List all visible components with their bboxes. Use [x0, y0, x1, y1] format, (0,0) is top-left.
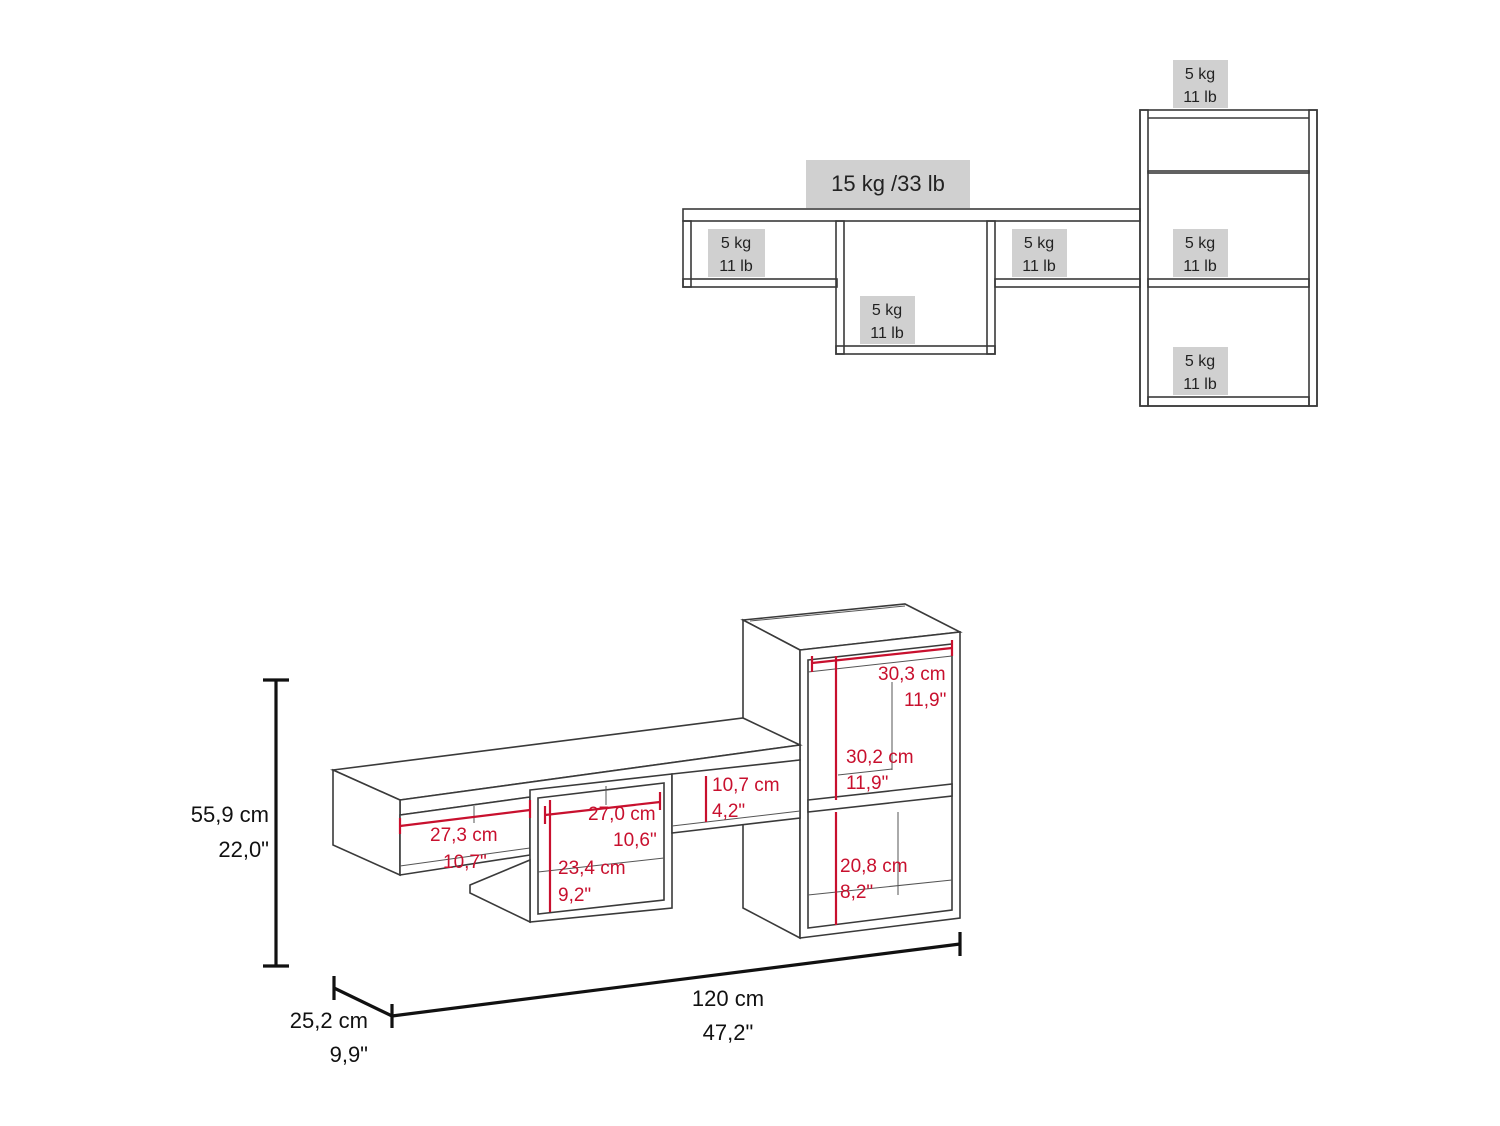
- load-lb-tower-bottom: 11 lb: [1183, 376, 1217, 393]
- dim-cube-width-cm: 27,0 cm: [588, 804, 656, 825]
- cube-bottom: [835, 345, 996, 355]
- load-kg-tower-top: 5 kg: [1185, 66, 1215, 83]
- right-shelf-floor: [671, 810, 801, 827]
- tower-back-line-1: [837, 768, 893, 776]
- tower-top-edge: [749, 605, 906, 622]
- load-lb-cube: 11 lb: [870, 325, 904, 342]
- load-lb-tower-top: 11 lb: [1183, 89, 1217, 106]
- dim-tower-lower-cm: 20,8 cm: [840, 856, 908, 877]
- load-tag-right-shelf: [1012, 229, 1067, 277]
- depth-cm-label: 25,2 cm: [290, 1008, 368, 1033]
- depth-dimension-line: [333, 986, 393, 1018]
- tower-bottom: [1147, 396, 1310, 407]
- tower-right-panel: [1308, 109, 1318, 407]
- tower-shelf-1: [1147, 170, 1310, 174]
- load-tag-left-shelf: [708, 229, 765, 277]
- depth-in-label: 9,9": [330, 1042, 368, 1067]
- height-cm-label: 55,9 cm: [191, 802, 269, 827]
- load-tag-tower-middle: [1173, 229, 1228, 277]
- load-tag-cube: [860, 296, 915, 344]
- width-cm-label: 120 cm: [692, 986, 764, 1011]
- width-dimension-line: [391, 942, 961, 1018]
- total-load-tag: [806, 160, 970, 208]
- load-kg-tower-bottom: 5 kg: [1185, 353, 1215, 370]
- cube-back-floor: [537, 857, 665, 873]
- tower-bottom-back: [807, 879, 953, 896]
- cube-right-panel: [986, 220, 996, 355]
- width-in-label: 47,2": [703, 1020, 754, 1045]
- top-plank: [682, 208, 1141, 222]
- tower-outline: [1139, 109, 1318, 407]
- cube-front-inner: [537, 782, 665, 915]
- load-kg-right-shelf: 5 kg: [1024, 235, 1054, 252]
- dim-tower-width-cm: 30,3 cm: [878, 664, 946, 685]
- dim-tower-upper-cm: 30,2 cm: [846, 747, 914, 768]
- load-tag-tower-top: [1173, 60, 1228, 108]
- height-in-label: 22,0": [218, 837, 269, 862]
- dim-right-height-in: 4,2": [712, 801, 745, 822]
- dim-tower-width-in: 11,9": [904, 690, 946, 711]
- load-kg-left-shelf: 5 kg: [721, 235, 751, 252]
- dim-tower-lower-in: 8,2": [840, 882, 873, 903]
- load-lb-tower-middle: 11 lb: [1183, 258, 1217, 275]
- tower-inner-top: [807, 655, 953, 673]
- left-shelf-bottom: [682, 278, 838, 288]
- dim-right-height-cm: 10,7 cm: [712, 775, 780, 796]
- dim-left-width-cm: 27,3 cm: [430, 825, 498, 846]
- dim-cube-height-cm: 23,4 cm: [558, 858, 626, 879]
- tower-middle-shelf: [807, 783, 953, 813]
- dim-cube-width-in: 10,6": [613, 830, 657, 851]
- left-end-panel: [682, 220, 692, 288]
- front-view: 15 kg /33 lb 5 kg 11 lb 5 kg 11 lb 5 kg …: [682, 60, 1318, 407]
- tower-left-panel: [1139, 109, 1149, 407]
- overall-dimension-lines: [263, 678, 962, 1028]
- dim-cube-height-in: 9,2": [558, 885, 591, 906]
- dim-line-left-width: [399, 808, 531, 828]
- load-tag-tower-bottom: [1173, 347, 1228, 395]
- load-kg-cube: 5 kg: [872, 302, 902, 319]
- tower-shelf-2: [1147, 278, 1310, 288]
- load-lb-right-shelf: 11 lb: [1022, 258, 1056, 275]
- right-shelf-bottom: [994, 278, 1141, 288]
- dim-tower-upper-in: 11,9": [846, 773, 888, 794]
- load-lb-left-shelf: 11 lb: [719, 258, 753, 275]
- dim-left-width-in: 10,7": [443, 852, 487, 873]
- perspective-view: 27,3 cm 10,7" 27,0 cm 10,6" 10,7 cm 4,2"…: [191, 603, 963, 1067]
- left-shelf-floor: [399, 847, 531, 867]
- total-load-label: 15 kg /33 lb: [831, 171, 945, 196]
- load-kg-tower-middle: 5 kg: [1185, 235, 1215, 252]
- tower-front-inner: [807, 643, 953, 929]
- cube-side: [469, 858, 531, 924]
- dim-line-cube-width: [544, 800, 661, 817]
- inner-dimension-lines: [398, 640, 954, 925]
